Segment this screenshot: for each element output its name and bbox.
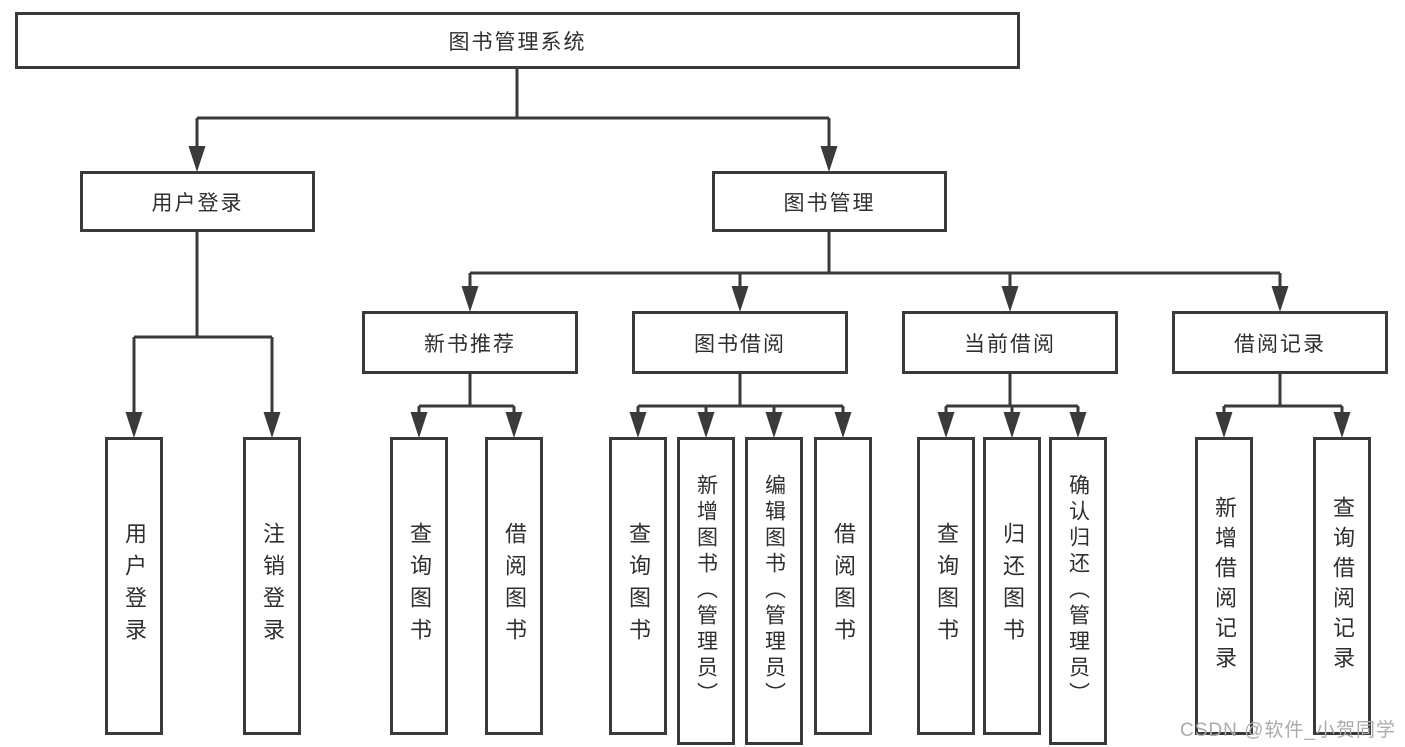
node-new-book-recommend: 新书推荐: [362, 311, 578, 374]
leaf-recommend-query-book: 查询图书: [390, 437, 448, 735]
node-borrow-records: 借阅记录: [1172, 311, 1388, 374]
node-book-management: 图书管理: [712, 171, 947, 232]
leaf-return-book: 归还图书: [983, 437, 1041, 735]
leaf-add-book-admin: 新增图书（管理员）: [677, 437, 735, 745]
leaf-add-borrow-record: 新增借阅记录: [1195, 437, 1253, 735]
leaf-edit-book-admin: 编辑图书（管理员）: [745, 437, 803, 745]
leaf-borrow-borrow-book: 借阅图书: [814, 437, 872, 735]
csdn-watermark: CSDN @软件_小贺同学: [1180, 720, 1396, 741]
leaf-query-borrow-record: 查询借阅记录: [1313, 437, 1371, 735]
node-user-login: 用户登录: [80, 171, 315, 232]
node-book-borrow: 图书借阅: [632, 311, 848, 374]
leaf-borrow-query-book: 查询图书: [609, 437, 667, 735]
node-root: 图书管理系统: [15, 12, 1020, 69]
leaf-current-query-book: 查询图书: [917, 437, 975, 735]
leaf-user-login: 用户登录: [105, 437, 163, 735]
node-current-borrow: 当前借阅: [902, 311, 1118, 374]
leaf-confirm-return-admin: 确认归还（管理员）: [1049, 437, 1107, 745]
leaf-recommend-borrow-book: 借阅图书: [485, 437, 543, 735]
leaf-logout: 注销登录: [243, 437, 301, 735]
